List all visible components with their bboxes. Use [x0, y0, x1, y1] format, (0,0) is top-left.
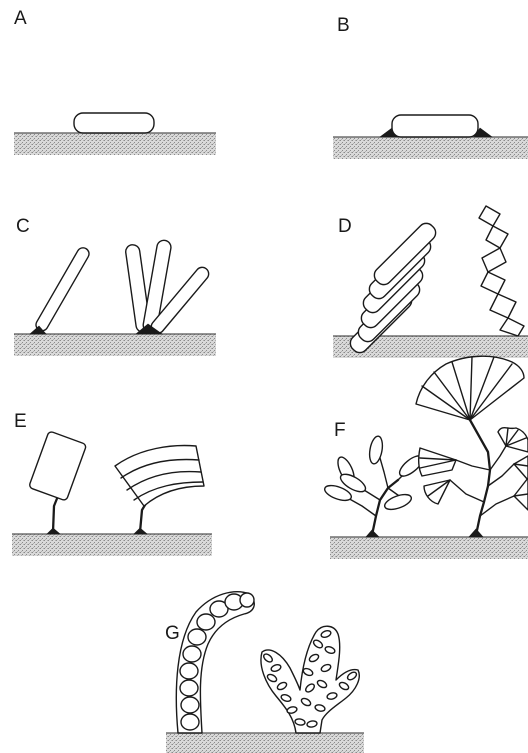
- panel-b-label: B: [337, 15, 350, 36]
- substrate: [330, 537, 528, 559]
- substrate: [166, 733, 364, 753]
- curved-cell-stack: [115, 446, 204, 506]
- panel-g: G: [165, 592, 364, 753]
- panel-e: E: [12, 411, 212, 556]
- stalk: [53, 496, 58, 532]
- panel-d-label: D: [338, 216, 352, 237]
- substrate: [333, 137, 528, 159]
- substrate: [14, 133, 216, 155]
- branched-cell-colony: [261, 626, 359, 733]
- branched-colony-small: [323, 435, 426, 537]
- prostrate-cell: [74, 113, 154, 133]
- stalked-cell: [29, 431, 87, 501]
- panel-b: B: [333, 15, 528, 159]
- substrate: [12, 534, 212, 556]
- panel-g-label: G: [165, 623, 180, 644]
- tube-colony: [176, 592, 254, 733]
- panel-f: F: [323, 356, 528, 559]
- zigzag-chain: [479, 206, 524, 336]
- stalked-cell: [34, 246, 91, 333]
- panel-c-label: C: [16, 216, 30, 237]
- panel-d: D: [333, 206, 528, 358]
- panel-f-label: F: [334, 420, 346, 441]
- panel-e-label: E: [14, 411, 27, 432]
- prostrate-cell: [392, 115, 478, 137]
- fan-branched-colony: [416, 356, 528, 537]
- panel-c: C: [14, 216, 216, 356]
- panel-a: A: [14, 8, 216, 155]
- panel-a-label: A: [14, 8, 27, 29]
- substrate: [14, 334, 216, 356]
